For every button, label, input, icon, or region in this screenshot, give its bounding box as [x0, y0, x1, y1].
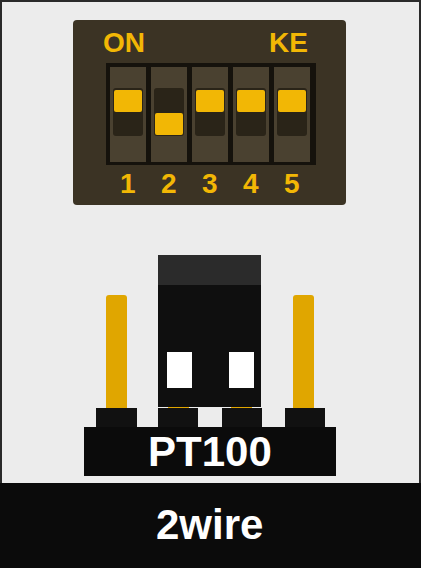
toggle-on [237, 90, 265, 112]
bottom-band [0, 483, 421, 568]
pin-base [285, 408, 325, 428]
dip-slot [110, 67, 146, 162]
toggle-body [277, 88, 307, 136]
dip-toggles [113, 88, 307, 136]
pin-base [96, 408, 137, 428]
dip-panel [73, 20, 346, 205]
pin-base [158, 408, 198, 428]
switch-legend: KE [269, 29, 308, 57]
pin-base [222, 408, 262, 428]
toggle-on [196, 90, 224, 112]
toggle-off [155, 113, 183, 135]
toggle-body [113, 88, 143, 136]
pin [106, 295, 127, 413]
toggle-body [195, 88, 225, 136]
dip-slot [192, 67, 228, 162]
dip-slot [274, 67, 310, 162]
switch-number: 4 [243, 170, 259, 198]
toggle-on [114, 90, 142, 112]
dip-slot [151, 67, 187, 162]
switch-number: 2 [161, 170, 177, 198]
dip-slots [110, 67, 310, 162]
sensor-label: PT100 [148, 431, 272, 473]
toggle-on [278, 90, 306, 112]
toggle-body [236, 88, 266, 136]
toggle-body [154, 88, 184, 136]
switch-number: 5 [284, 170, 300, 198]
pin-bases [96, 408, 325, 428]
jumper-cap [158, 255, 261, 407]
switch-number: 1 [120, 170, 136, 198]
dip-housing [106, 63, 316, 165]
jumper-window [229, 352, 254, 388]
wiring-label: 2wire [156, 504, 263, 546]
pin [293, 295, 314, 413]
switch-number: 3 [202, 170, 218, 198]
jumper-window [167, 352, 192, 388]
label-bar [84, 427, 336, 476]
jumper-cap-top [158, 255, 261, 285]
dip-slot [233, 67, 269, 162]
switch-legend: ON [103, 29, 145, 57]
